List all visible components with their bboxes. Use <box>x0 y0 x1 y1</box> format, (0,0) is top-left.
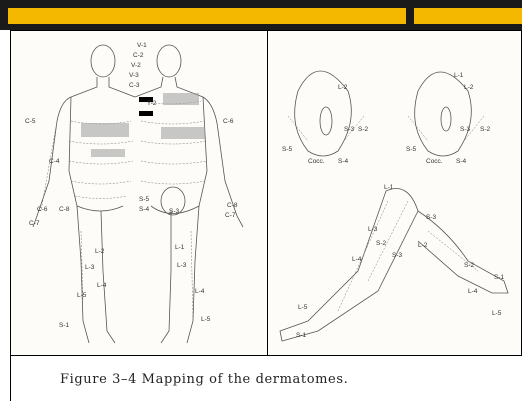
label-c6: C-6 <box>37 206 48 213</box>
pelvic-right-l1: L-1 <box>454 72 464 79</box>
leg-l5-left: L-5 <box>298 304 308 311</box>
header-accent-right <box>414 8 522 24</box>
label-l3: L-3 <box>85 264 95 271</box>
leg-s3-upper: S-3 <box>426 214 437 221</box>
leg-s1-left: S-1 <box>296 332 307 339</box>
label-c2: C-2 <box>133 52 144 59</box>
label-s4: S-4 <box>139 206 150 213</box>
label-back-c6: C-6 <box>223 118 234 125</box>
pelvic-leg-illustration: L-2 S-3 S-2 S-5 Cocc. S-4 L-1 L-2 S-3 S-… <box>268 30 522 356</box>
leg-s2-upper: S-2 <box>376 240 387 247</box>
pelvic-leg-svg: L-2 S-3 S-2 S-5 Cocc. S-4 L-1 L-2 S-3 S-… <box>268 31 520 355</box>
pelvic-right-s3: S-3 <box>460 126 471 133</box>
leg-s1-right: S-1 <box>494 274 505 281</box>
label-l5: L-5 <box>77 292 87 299</box>
label-c5: C-5 <box>25 118 36 125</box>
label-l2: L-2 <box>95 248 105 255</box>
body-labels: V-1 C-2 V-2 V-3 C-3 C-5 C-4 C-6 C-7 C-8 … <box>25 42 238 329</box>
leg-l2: L-2 <box>418 242 428 249</box>
pelvic-left-s3: S-3 <box>344 126 355 133</box>
label-v1: V-1 <box>137 42 147 49</box>
leg-l4-lower: L-4 <box>468 288 478 295</box>
label-back-l3: L-3 <box>177 262 187 269</box>
pelvic-view-left: L-2 S-3 S-2 S-5 Cocc. S-4 <box>282 71 369 165</box>
label-back-c8: C-8 <box>227 202 238 209</box>
pelvic-left-s4: S-4 <box>338 158 349 165</box>
label-l4: L-4 <box>97 282 107 289</box>
leg-illustration: L-1 S-3 L-3 S-2 L-4 S-3 L-2 L-4 S-2 S-1 … <box>280 184 508 341</box>
pelvic-left-l2: L-2 <box>338 84 348 91</box>
header-accent-left <box>8 8 406 24</box>
body-dermatome-illustration: V-1 C-2 V-2 V-3 C-3 C-5 C-4 C-6 C-7 C-8 … <box>10 30 268 356</box>
back-figure <box>135 45 243 343</box>
pelvic-view-right: L-1 L-2 S-3 S-2 S-5 Cocc. S-4 <box>406 72 491 165</box>
pelvic-right-s2: S-2 <box>480 126 491 133</box>
label-back-c7: C-7 <box>225 212 236 219</box>
leg-s2-lower: S-2 <box>464 262 475 269</box>
pelvic-right-l2: L-2 <box>464 84 474 91</box>
label-back-l4: L-4 <box>195 288 205 295</box>
figure-caption: Figure 3–4 Mapping of the dermatomes. <box>60 372 348 387</box>
label-t2: T-2 <box>147 100 157 107</box>
pelvic-right-s4: S-4 <box>456 158 467 165</box>
leg-l4-upper: L-4 <box>352 256 362 263</box>
pelvic-left-s2: S-2 <box>358 126 369 133</box>
label-c4: C-4 <box>49 158 60 165</box>
leg-s3-lower: S-3 <box>392 252 403 259</box>
label-c3: C-3 <box>129 82 140 89</box>
pelvic-right-cocc: Cocc. <box>426 158 443 165</box>
body-svg: V-1 C-2 V-2 V-3 C-3 C-5 C-4 C-6 C-7 C-8 … <box>11 31 267 355</box>
label-c8: C-8 <box>59 206 70 213</box>
label-s3: S-3 <box>169 208 180 215</box>
pelvic-left-s5: S-5 <box>282 146 293 153</box>
leg-l1: L-1 <box>384 184 394 191</box>
label-back-l5: L-5 <box>201 316 211 323</box>
pelvic-right-s5: S-5 <box>406 146 417 153</box>
label-c7: C-7 <box>29 220 40 227</box>
pelvic-left-cocc: Cocc. <box>308 158 325 165</box>
label-s1: S-1 <box>59 322 70 329</box>
leg-l5-right: L-5 <box>492 310 502 317</box>
leg-l3: L-3 <box>368 226 378 233</box>
label-v2: V-2 <box>131 62 141 69</box>
label-v3: V-3 <box>129 72 139 79</box>
label-back-l1: L-1 <box>175 244 185 251</box>
header-bar <box>0 0 522 30</box>
label-s5: S-5 <box>139 196 150 203</box>
